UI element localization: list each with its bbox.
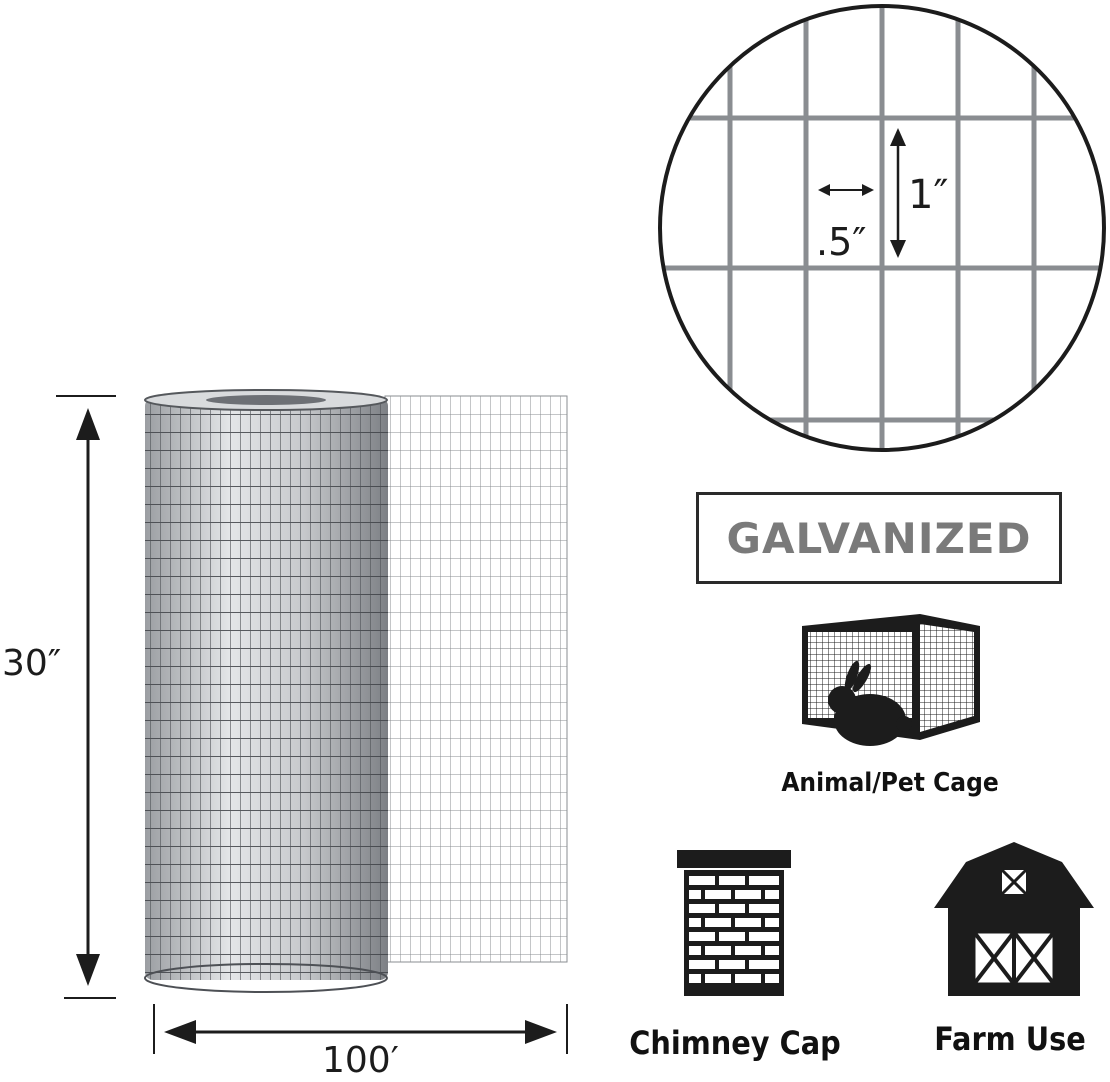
use-label-animal-cage: Animal/Pet Cage	[781, 768, 999, 798]
width-label: 100′	[322, 1040, 399, 1081]
galvanized-badge: GALVANIZED	[696, 492, 1062, 584]
use-label-farm-use: Farm Use	[934, 1020, 1086, 1058]
mesh-height-label: 1″	[908, 172, 949, 218]
mesh-width-label: .5″	[816, 220, 867, 264]
use-label-chimney-cap: Chimney Cap	[629, 1024, 841, 1062]
galvanized-text: GALVANIZED	[726, 513, 1032, 563]
height-label: 30″	[2, 643, 62, 684]
